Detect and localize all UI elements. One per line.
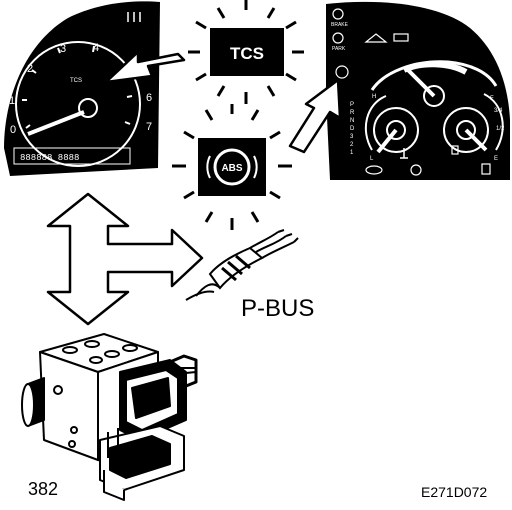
fuel-f: F xyxy=(490,96,494,102)
tachometer-dial xyxy=(15,41,141,167)
tcs-to-left-panel-arrow xyxy=(104,50,186,84)
tach-tick-7: 7 xyxy=(146,121,152,133)
tach-tick-6: 6 xyxy=(146,92,152,104)
prndl-d: D xyxy=(350,126,355,132)
brake-telltale-label: BRAKE xyxy=(331,22,349,28)
prndl-p: P xyxy=(350,102,354,108)
temp-l: L xyxy=(370,156,374,162)
figure-number: 382 xyxy=(28,479,58,499)
tcs-label: TCS xyxy=(230,44,264,63)
fuel-gauge xyxy=(443,107,489,153)
prndl-1: 1 xyxy=(350,150,354,156)
park-telltale-icon xyxy=(332,32,344,44)
upper-gauge-needle xyxy=(406,68,436,98)
tach-tick-4: 4 xyxy=(93,42,99,54)
drawing-code: E271D072 xyxy=(421,484,487,500)
charging-icon xyxy=(410,164,422,176)
abs-ring xyxy=(213,148,251,186)
fuel-needle xyxy=(464,128,488,152)
tach-tick-2: 2 xyxy=(27,63,33,75)
temp-gauge xyxy=(373,107,419,153)
temp-h: H xyxy=(372,94,376,100)
park-telltale-label: PARK xyxy=(332,46,346,52)
tach-tick-3: 3 xyxy=(60,43,66,55)
left-instrument-panel: 0 1 2 3 4 6 7 TCS 888888 8888 xyxy=(4,1,160,176)
abs-tcs-control-module xyxy=(21,333,198,501)
prndl-r: R xyxy=(350,110,355,116)
odometer-window xyxy=(13,147,131,165)
abs-warning-light: ABS xyxy=(172,104,292,230)
lights-to-right-panel-arrow xyxy=(288,78,342,154)
odometer-reading: 888888 8888 xyxy=(20,153,79,163)
fuel-1-2: 1/2 xyxy=(496,126,505,132)
prndl-2: 2 xyxy=(350,142,354,148)
tach-tcs-label: TCS xyxy=(70,78,82,84)
prndl-3: 3 xyxy=(350,134,354,140)
right-instrument-panel: BRAKE PARK P R N D 3 2 1 H L xyxy=(326,1,510,180)
airbag-telltale-icon xyxy=(335,65,349,79)
prndl-n: N xyxy=(350,118,354,124)
fuel-pump-icon xyxy=(451,145,459,155)
module-bus-double-arrow xyxy=(46,192,204,326)
oil-icon xyxy=(365,165,383,175)
temp-needle xyxy=(376,128,398,154)
fuel-low-icon xyxy=(481,163,491,175)
seatbelt-telltale-icon xyxy=(127,12,141,22)
abs-label: ABS xyxy=(221,163,242,174)
tach-tick-0: 0 xyxy=(10,124,16,136)
tcs-warning-light: TCS xyxy=(188,0,304,104)
tach-tick-1: 1 xyxy=(9,95,15,107)
fuel-3-4: 3/4 xyxy=(494,108,503,114)
fuel-e: E xyxy=(494,156,498,162)
coolant-icon xyxy=(400,148,408,159)
tach-needle xyxy=(27,110,85,136)
p-bus-connector xyxy=(185,229,299,301)
brake-telltale-icon xyxy=(332,8,344,20)
p-bus-label: P-BUS xyxy=(241,295,314,322)
